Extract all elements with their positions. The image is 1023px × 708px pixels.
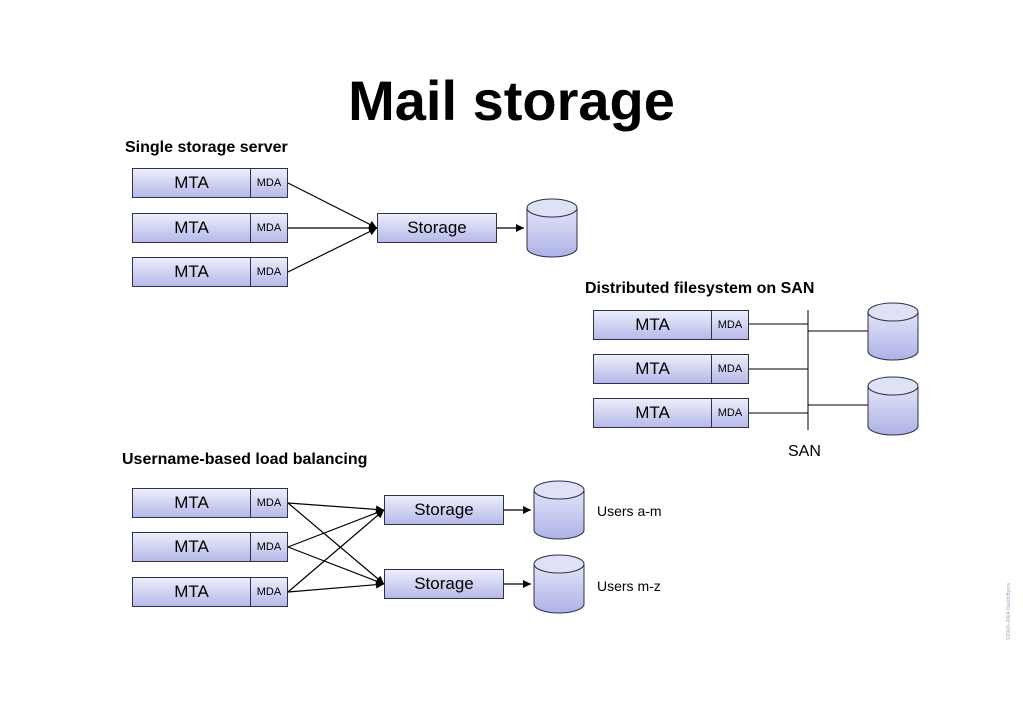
mda-box: MDA [250, 532, 288, 562]
section-heading-single: Single storage server [125, 139, 288, 156]
mta-box: MTA [593, 310, 712, 340]
storage-box: Storage [384, 569, 504, 599]
mta-box: MTA [132, 488, 251, 518]
mda-box: MDA [250, 168, 288, 198]
wire [287, 227, 378, 273]
single-wires [287, 182, 524, 273]
san-disk-1 [867, 302, 919, 361]
san-label: SAN [788, 443, 821, 460]
wire [287, 509, 385, 548]
mda-box: MDA [711, 398, 749, 428]
wire [287, 502, 385, 514]
balancing-disk-1 [533, 480, 585, 540]
mda-box: MDA [711, 354, 749, 384]
balancing-disk-2 [533, 554, 585, 614]
mda-box: MDA [250, 577, 288, 607]
users-label-m-z: Users m-z [597, 578, 661, 594]
mda-box: MDA [711, 310, 749, 340]
mta-box: MTA [132, 213, 251, 243]
san-wires [749, 310, 868, 430]
wire [287, 182, 378, 229]
storage-box: Storage [384, 495, 504, 525]
mta-box: MTA [132, 532, 251, 562]
mta-box: MTA [593, 398, 712, 428]
wire [287, 509, 385, 593]
balancing-wires [287, 502, 531, 593]
storage-box: Storage [377, 213, 497, 243]
section-heading-balancing: Username-based load balancing [122, 451, 368, 468]
mta-box: MTA [132, 577, 251, 607]
section-heading-san: Distributed filesystem on SAN [585, 280, 815, 297]
mda-box: MDA [250, 488, 288, 518]
page-title: Mail storage [348, 69, 675, 132]
wire [287, 546, 385, 585]
single-disk [526, 198, 578, 258]
mta-box: MTA [132, 257, 251, 287]
mda-box: MDA [250, 213, 288, 243]
san-disk-2 [867, 376, 919, 436]
mda-box: MDA [250, 257, 288, 287]
mta-box: MTA [132, 168, 251, 198]
mta-box: MTA [593, 354, 712, 384]
users-label-a-m: Users a-m [597, 503, 662, 519]
wire [287, 502, 385, 585]
wire [287, 580, 385, 593]
copyright-note: ©2003–2004 David Byers [1006, 582, 1012, 640]
